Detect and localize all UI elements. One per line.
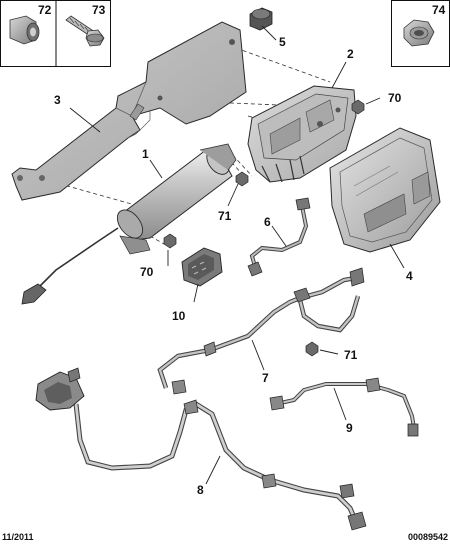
callout-1: 1 bbox=[142, 147, 149, 161]
callout-10: 10 bbox=[172, 309, 186, 323]
bracket-plate-3 bbox=[11, 21, 247, 201]
callout-6: 6 bbox=[264, 215, 271, 229]
callout-3: 3 bbox=[54, 93, 61, 107]
callout-71-lower: 71 bbox=[344, 348, 358, 362]
nut-71-lower-icon bbox=[305, 341, 319, 357]
label-73: 73 bbox=[92, 3, 106, 17]
callout-71-upper: 71 bbox=[218, 209, 232, 223]
grommet-5-icon bbox=[249, 7, 273, 31]
callout-8: 8 bbox=[197, 483, 204, 497]
footer-date: 11/2011 bbox=[2, 532, 34, 542]
cable-6 bbox=[247, 197, 311, 277]
callout-4: 4 bbox=[406, 269, 413, 283]
nut-71-upper-icon bbox=[235, 171, 249, 187]
callout-70-upper: 70 bbox=[388, 91, 402, 105]
harness-7 bbox=[157, 267, 365, 395]
callout-5: 5 bbox=[279, 35, 286, 49]
leader-lines bbox=[69, 25, 405, 485]
nut-70-upper-icon bbox=[351, 99, 365, 115]
cylinder-unit-1 bbox=[21, 143, 237, 305]
label-72: 72 bbox=[38, 3, 52, 17]
cable-9 bbox=[269, 377, 419, 437]
callout-70-lower: 70 bbox=[140, 265, 154, 279]
callout-7: 7 bbox=[262, 371, 269, 385]
harness-8 bbox=[35, 367, 367, 531]
callout-2: 2 bbox=[347, 47, 354, 61]
connector-10 bbox=[181, 247, 223, 287]
screw-73-icon bbox=[65, 15, 105, 47]
footer-reference: 00089542 bbox=[408, 532, 448, 542]
label-74: 74 bbox=[432, 3, 446, 17]
clip-nut-72-icon bbox=[9, 15, 40, 45]
callout-9: 9 bbox=[346, 421, 353, 435]
control-unit-2 bbox=[247, 85, 357, 183]
nut-74-icon bbox=[403, 19, 435, 47]
nut-70-lower-icon bbox=[163, 233, 177, 249]
cover-4 bbox=[329, 127, 441, 253]
